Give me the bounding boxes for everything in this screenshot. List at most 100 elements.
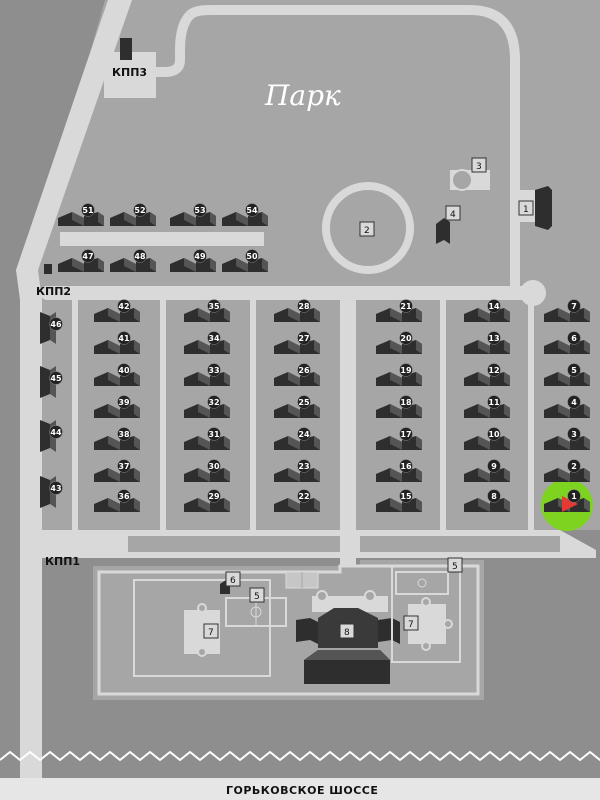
- lane-3: [250, 296, 256, 532]
- house-10: 10: [464, 427, 510, 450]
- house-number: 22: [298, 492, 309, 501]
- house-number: 18: [400, 398, 412, 407]
- house-number-badge: [245, 249, 259, 263]
- facility-7-west-marker: [203, 623, 219, 639]
- house-number: 14: [488, 302, 500, 311]
- house-11: 11: [464, 395, 510, 418]
- house-number: 16: [400, 462, 412, 471]
- house-number: 45: [50, 374, 62, 383]
- house-number: 48: [134, 252, 146, 261]
- kpp2-road-end: [520, 280, 546, 306]
- facility-1-marker: [518, 200, 534, 216]
- lane-2: [160, 296, 166, 532]
- highway-label: ГОРЬКОВСКОЕ ШОССЕ: [226, 784, 378, 797]
- house-42: 42: [94, 299, 140, 322]
- field-7-east: [391, 565, 461, 663]
- house-number-badge: [81, 249, 95, 263]
- house-number: 44: [50, 428, 62, 437]
- house-number-badge: [399, 395, 413, 409]
- house-number-badge: [117, 427, 131, 441]
- house-number-badge: [297, 299, 311, 313]
- lane-6: [528, 296, 534, 532]
- house-number: 8: [491, 492, 497, 501]
- house-number-badge: [567, 395, 581, 409]
- house-number-badge: [487, 299, 501, 313]
- house-number-badge: [399, 489, 413, 503]
- house-number-badge: [207, 489, 221, 503]
- house-40: 40: [94, 363, 140, 386]
- house-number-badge: [117, 395, 131, 409]
- pavilion-icon: [316, 590, 328, 602]
- house-21: 21: [376, 299, 422, 322]
- facility-8-label: 8: [344, 628, 350, 638]
- house-number: 47: [82, 252, 93, 261]
- house-number: 52: [134, 206, 145, 215]
- house-number: 46: [50, 320, 62, 329]
- field-center-circle: [417, 578, 427, 588]
- kpp3-road: [140, 11, 194, 77]
- house-34: 34: [184, 331, 230, 354]
- facility-6-label: 6: [230, 576, 236, 586]
- house-32: 32: [184, 395, 230, 418]
- house-26: 26: [274, 363, 320, 386]
- house-number: 37: [118, 462, 129, 471]
- house-35: 35: [184, 299, 230, 322]
- house-number: 25: [298, 398, 310, 407]
- house-number-badge: [49, 371, 63, 385]
- main-building-west-wing: [296, 618, 318, 644]
- house-number: 51: [82, 206, 94, 215]
- house-28: 28: [274, 299, 320, 322]
- house-30: 30: [184, 459, 230, 482]
- house-3: 3: [544, 427, 590, 450]
- house-number: 21: [400, 302, 412, 311]
- kpp3-building: [120, 38, 132, 60]
- house-number: 54: [246, 206, 258, 215]
- facility-5-east-marker: [447, 557, 463, 573]
- house-number: 20: [400, 334, 412, 343]
- pavilion-icon: [364, 590, 376, 602]
- top-row-road: [60, 232, 264, 246]
- pavilion-icon: [197, 647, 207, 657]
- house-number-badge: [81, 203, 95, 217]
- house-50: 50: [222, 249, 268, 272]
- kpp1-median-east: [360, 536, 560, 552]
- house-number-badge: [207, 459, 221, 473]
- house-number-badge: [207, 299, 221, 313]
- house-27: 27: [274, 331, 320, 354]
- house-number-badge: [487, 459, 501, 473]
- house-number-badge: [399, 363, 413, 377]
- house-number: 39: [118, 398, 130, 407]
- house-48: 48: [110, 249, 156, 272]
- highlight-marker: [562, 496, 578, 512]
- house-number: 41: [118, 334, 130, 343]
- facility-4-building: [436, 218, 450, 244]
- house-number-badge: [133, 249, 147, 263]
- kpp2-road: [40, 286, 540, 300]
- house-9: 9: [464, 459, 510, 482]
- house-number: 29: [208, 492, 220, 501]
- main-building-east-wing: [378, 618, 400, 644]
- house-number: 4: [571, 398, 577, 407]
- house-number-badge: [399, 299, 413, 313]
- house-number: 23: [298, 462, 309, 471]
- facility-4-label: 4: [450, 210, 456, 220]
- house-number: 38: [118, 430, 130, 439]
- house-number-badge: [567, 459, 581, 473]
- house-4: 4: [544, 395, 590, 418]
- facility-3-label: 3: [476, 162, 482, 172]
- house-31: 31: [184, 427, 230, 450]
- facility-1-building: [535, 186, 552, 230]
- house-number-badge: [245, 203, 259, 217]
- kpp2-building: [44, 264, 52, 274]
- house-6: 6: [544, 331, 590, 354]
- house-number: 26: [298, 366, 310, 375]
- house-7: 7: [544, 299, 590, 322]
- central-avenue: [340, 296, 356, 586]
- facility-2-label: 2: [364, 226, 370, 236]
- house-number: 28: [298, 302, 310, 311]
- house-number: 9: [491, 462, 497, 471]
- house-number: 11: [488, 398, 500, 407]
- house-number-badge: [207, 427, 221, 441]
- house-number: 34: [208, 334, 220, 343]
